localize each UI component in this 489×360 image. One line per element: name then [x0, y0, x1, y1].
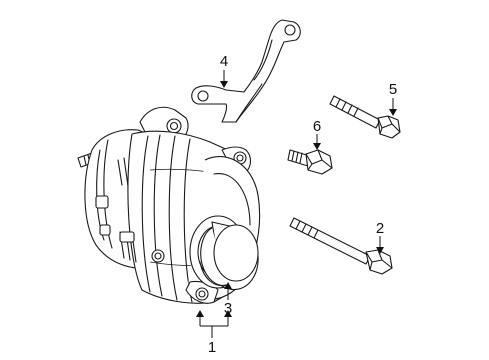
- leader-2: [376, 236, 384, 254]
- pulley-icon[interactable]: [189, 215, 259, 290]
- callout-4: 4: [220, 53, 228, 70]
- leader-3: [224, 282, 232, 300]
- bracket-icon[interactable]: [191, 19, 301, 123]
- leader-1: [196, 310, 232, 338]
- callout-6: 6: [313, 118, 321, 135]
- callout-5: 5: [389, 81, 397, 98]
- bolt-icon[interactable]: [329, 95, 401, 139]
- callout-1: 1: [208, 339, 216, 356]
- callout-2: 2: [376, 220, 384, 237]
- leader-5: [389, 98, 397, 116]
- short-bolt-icon[interactable]: [287, 149, 333, 175]
- leader-4: [220, 70, 228, 88]
- callout-3: 3: [224, 300, 232, 317]
- leader-6: [313, 134, 321, 150]
